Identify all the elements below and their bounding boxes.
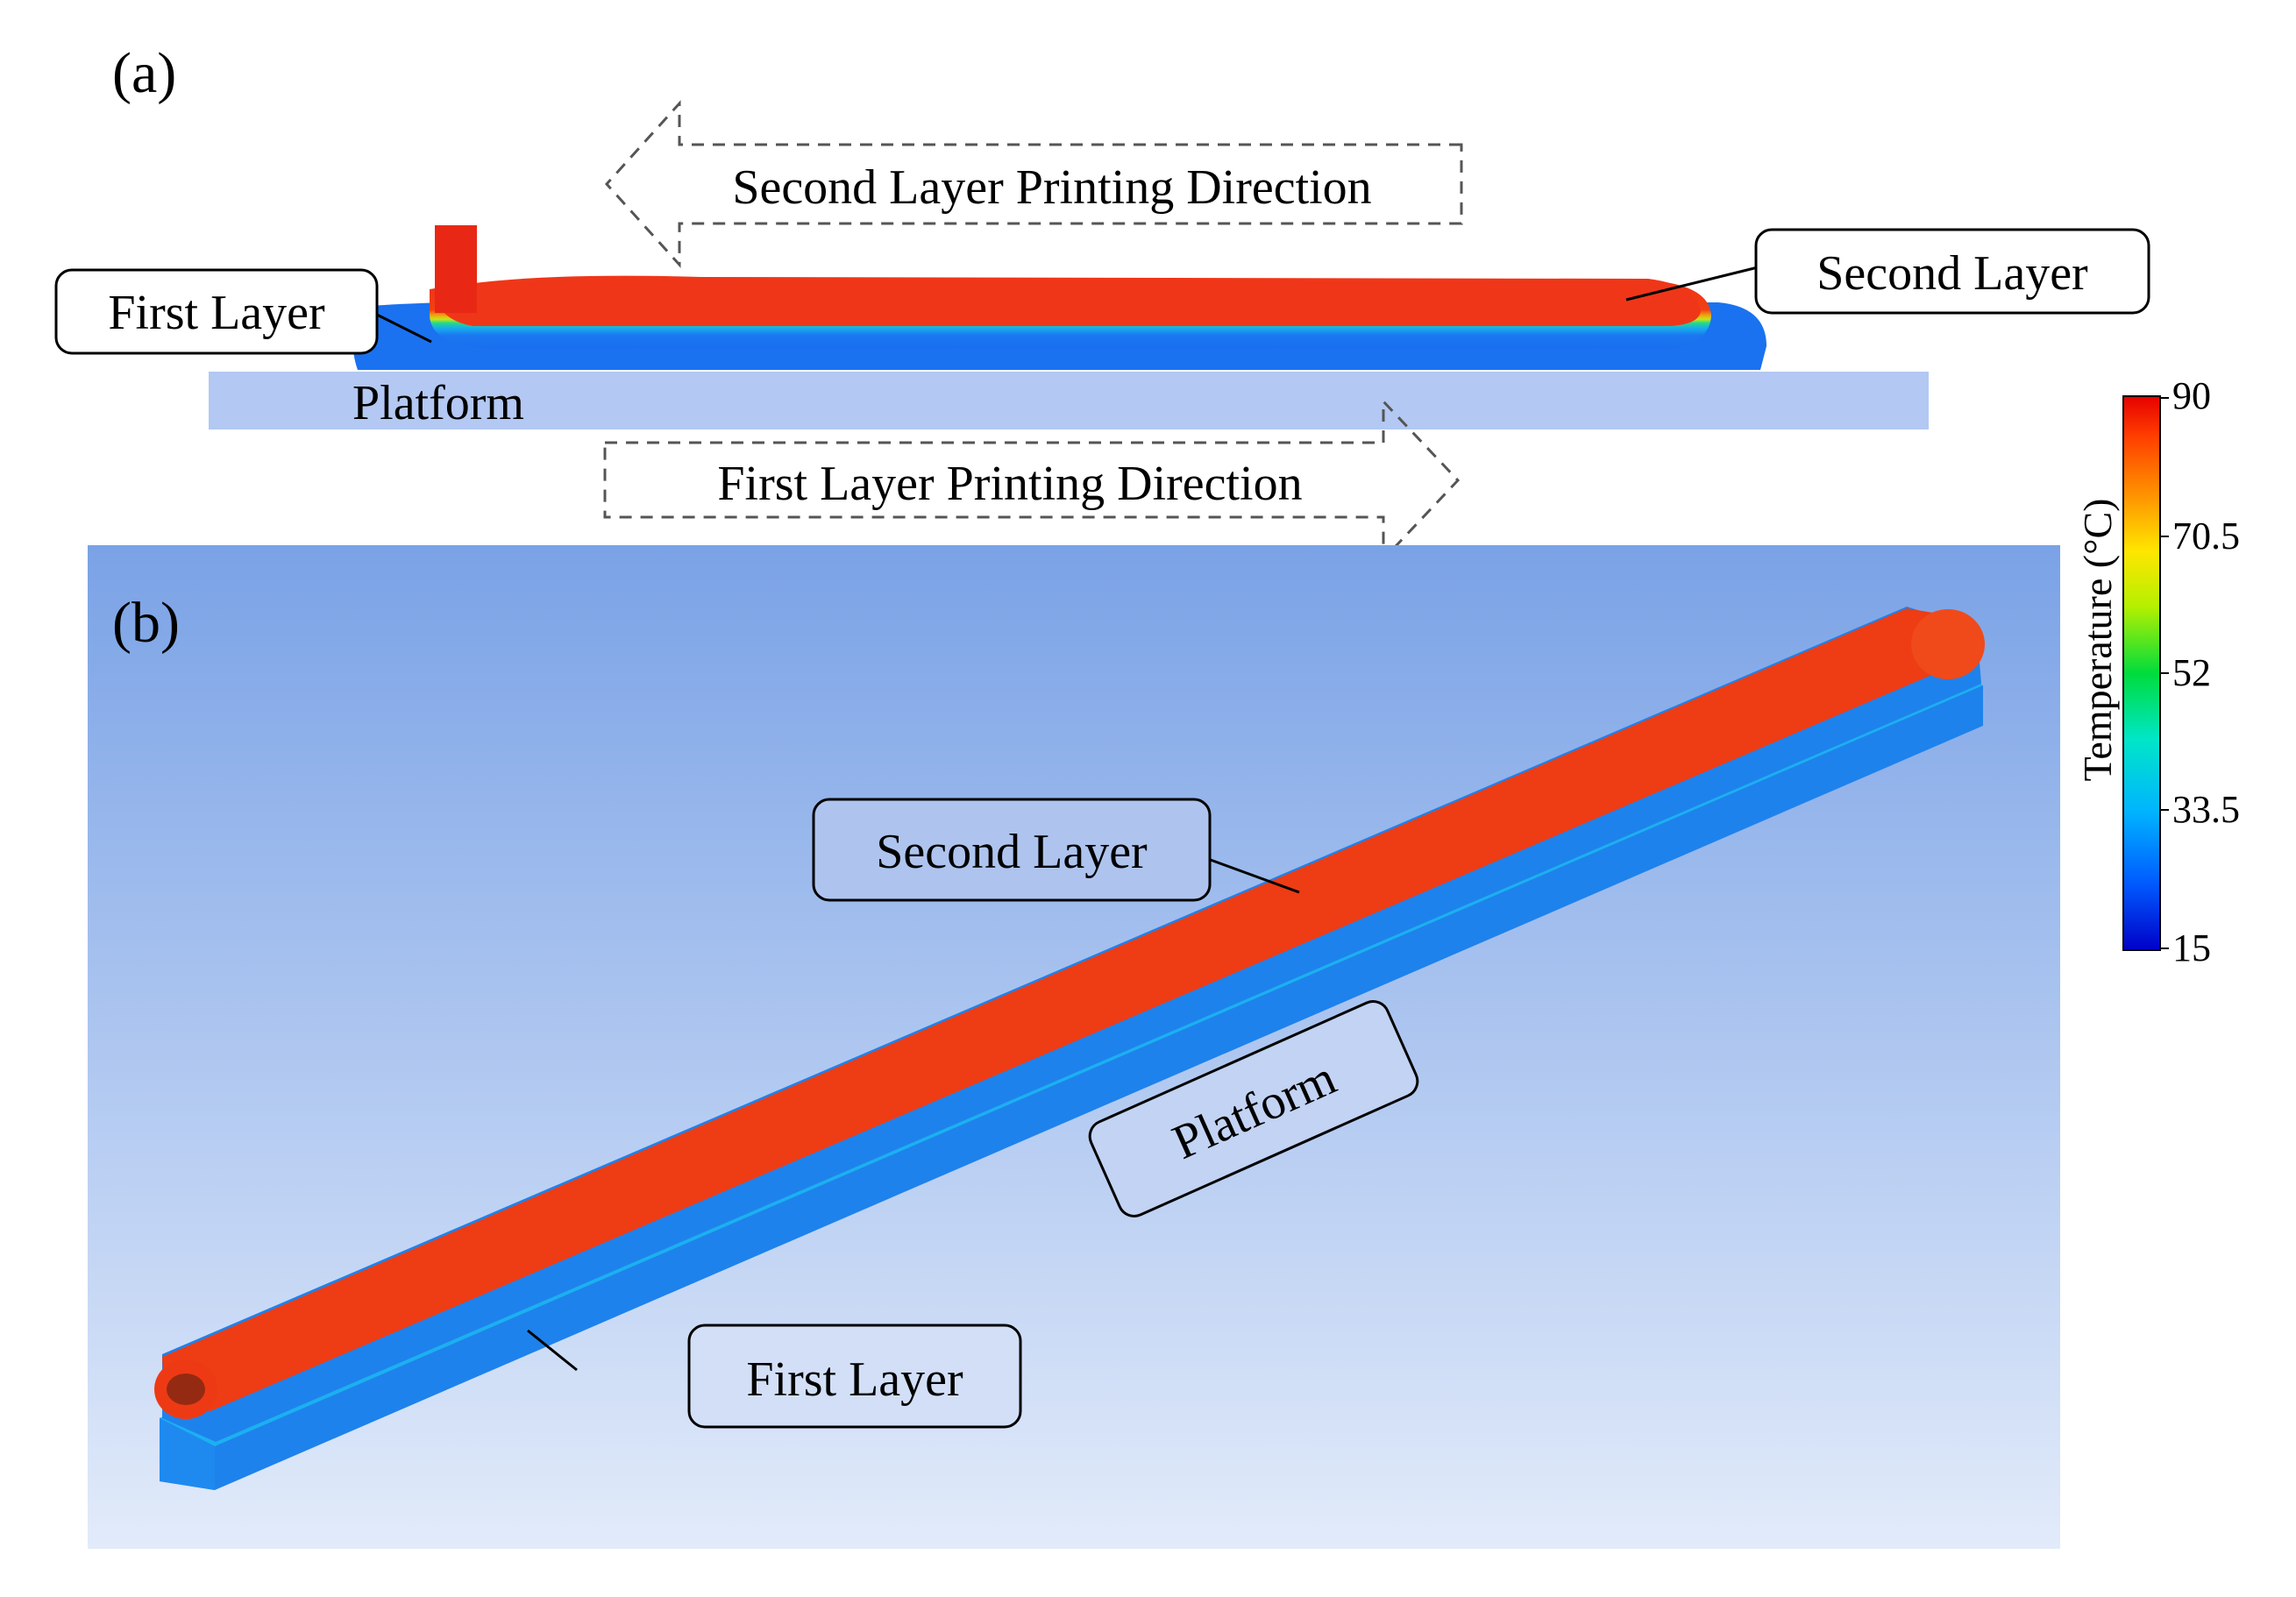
colorbar-tick-33-5: 33.5 <box>2172 788 2240 831</box>
colorbar-tick-52: 52 <box>2172 651 2211 694</box>
second-layer-direction-arrow: Second Layer Printing Direction <box>604 100 1463 268</box>
second-layer-label-b: Second Layer <box>876 825 1148 879</box>
platform-a <box>209 372 1929 429</box>
second-layer-callout-a: Second Layer <box>1625 228 2150 315</box>
first-layer-label-a: First Layer <box>108 286 325 340</box>
second-layer-label-a: Second Layer <box>1816 246 2088 301</box>
temperature-colorbar: 90 70.5 52 33.5 15 Temperature (°C) <box>2075 374 2240 969</box>
first-layer-direction-arrow: First Layer Printing Direction <box>603 398 1461 563</box>
colorbar-tick-90: 90 <box>2172 374 2211 417</box>
platform-a-label: Platform <box>352 376 524 430</box>
first-layer-label-b: First Layer <box>746 1352 963 1407</box>
layers-3d-view <box>154 607 1985 1490</box>
colorbar-tick-15: 15 <box>2172 926 2211 969</box>
panel-b-tag: (b) <box>112 591 180 655</box>
panel-a-tag: (a) <box>112 41 176 105</box>
colorbar-gradient <box>2122 395 2161 951</box>
colorbar-title: Temperature (°C) <box>2075 499 2120 782</box>
first-layer-direction-label: First Layer Printing Direction <box>717 457 1302 511</box>
colorbar-tick-70-5: 70.5 <box>2172 515 2240 557</box>
first-layer-callout-b: First Layer <box>527 1324 1022 1429</box>
layers-side-view <box>352 225 1766 370</box>
second-layer-direction-label: Second Layer Printing Direction <box>732 160 1371 215</box>
first-layer-callout-a: First Layer <box>54 268 432 355</box>
colorbar-ticks <box>2160 397 2169 949</box>
second-layer-callout-b: Second Layer <box>812 798 1300 902</box>
